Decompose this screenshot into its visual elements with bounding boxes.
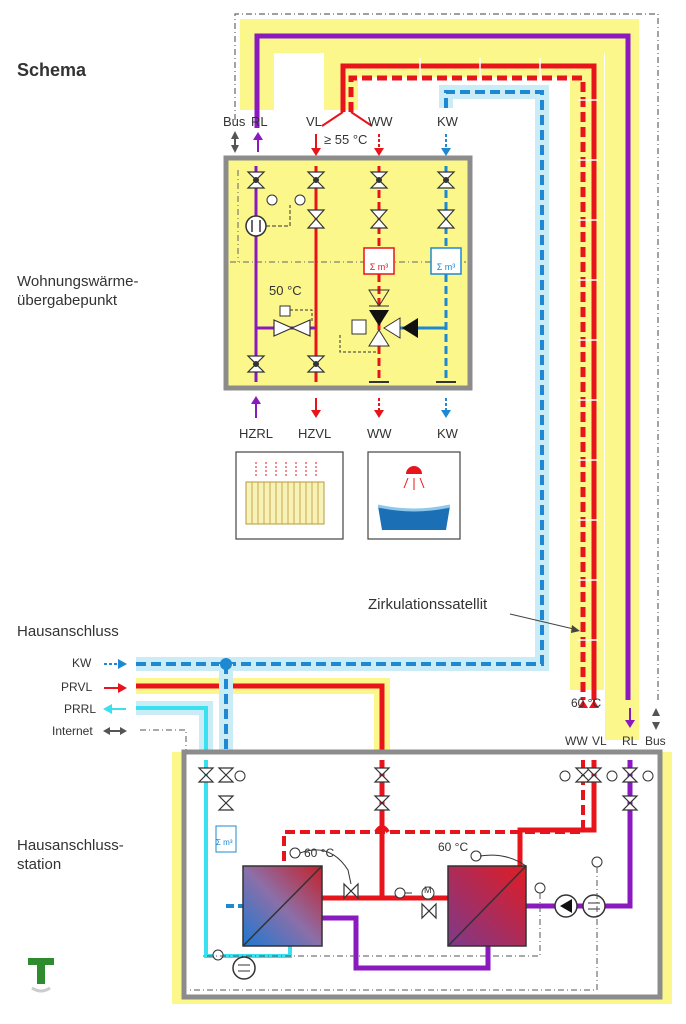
rl-riser [254,33,631,700]
label-station-ww: WW [565,734,588,748]
prvl-pipe [136,683,385,760]
svg-text:Σ m³: Σ m³ [370,262,389,272]
label-station-bus: Bus [645,734,666,748]
label-meter-sigma: Σ m³ [216,838,233,847]
ww-meter [363,247,395,275]
label-temp-min: ≥ 55 °C [324,132,368,147]
callout-line [509,613,579,631]
mixing-valve [369,310,389,326]
riser-ticks [419,58,598,641]
apartment-box [223,155,473,391]
label-prvl: PRVL [61,680,93,694]
label-hx2-temp: 60 °C [438,840,469,854]
svg-text:Σ m³: Σ m³ [437,262,456,272]
section-station: Hausanschluss- station [17,837,124,873]
label-rl-top: RL [251,114,268,129]
label-internet: Internet [52,724,93,738]
label-hzrl: HZRL [239,426,273,441]
label-valve-temp: 50 °C [269,283,302,298]
label-motor: M [424,885,432,895]
kw-meter [430,247,462,275]
left-arrows [103,659,127,735]
label-kw-left: KW [72,656,92,670]
page-title: Schema [17,60,87,80]
logo-icon [28,958,54,993]
label-prrl: PRRL [64,702,97,716]
sensor-icons [266,194,306,206]
label-bus-top: Bus [223,114,246,129]
label-callout: Zirkulationssatellit [368,596,488,613]
kw-riser [136,90,544,666]
bus-line [234,13,659,700]
label-ww-top: WW [368,114,393,129]
label-station-vl: VL [592,734,607,748]
label-hx1-temp: 60 °C [304,846,335,860]
station-valves [197,767,639,920]
internet-line [140,729,187,756]
section-apartment: Wohnungswärme- übergabepunkt [17,273,139,309]
label-ww-bottom: WW [367,426,392,441]
heat-meter-icon [245,215,267,237]
label-kw-top: KW [437,114,458,129]
ww-riser [348,75,586,700]
label-station-rl: RL [622,734,638,748]
vl-riser [340,63,597,700]
label-vl-top: VL [306,114,322,129]
label-kw-bottom: KW [437,426,458,441]
valve-icon [246,171,456,373]
bus-arrow-icon [231,131,239,153]
section-hausanschluss: Hausanschluss [17,623,119,640]
label-hzvl: HZVL [298,426,332,441]
label-station-temp: 60 °C [571,696,602,710]
prvl-insulation [136,678,390,750]
heat-meter-icon [582,894,606,918]
heat-meter-icon [232,956,256,980]
